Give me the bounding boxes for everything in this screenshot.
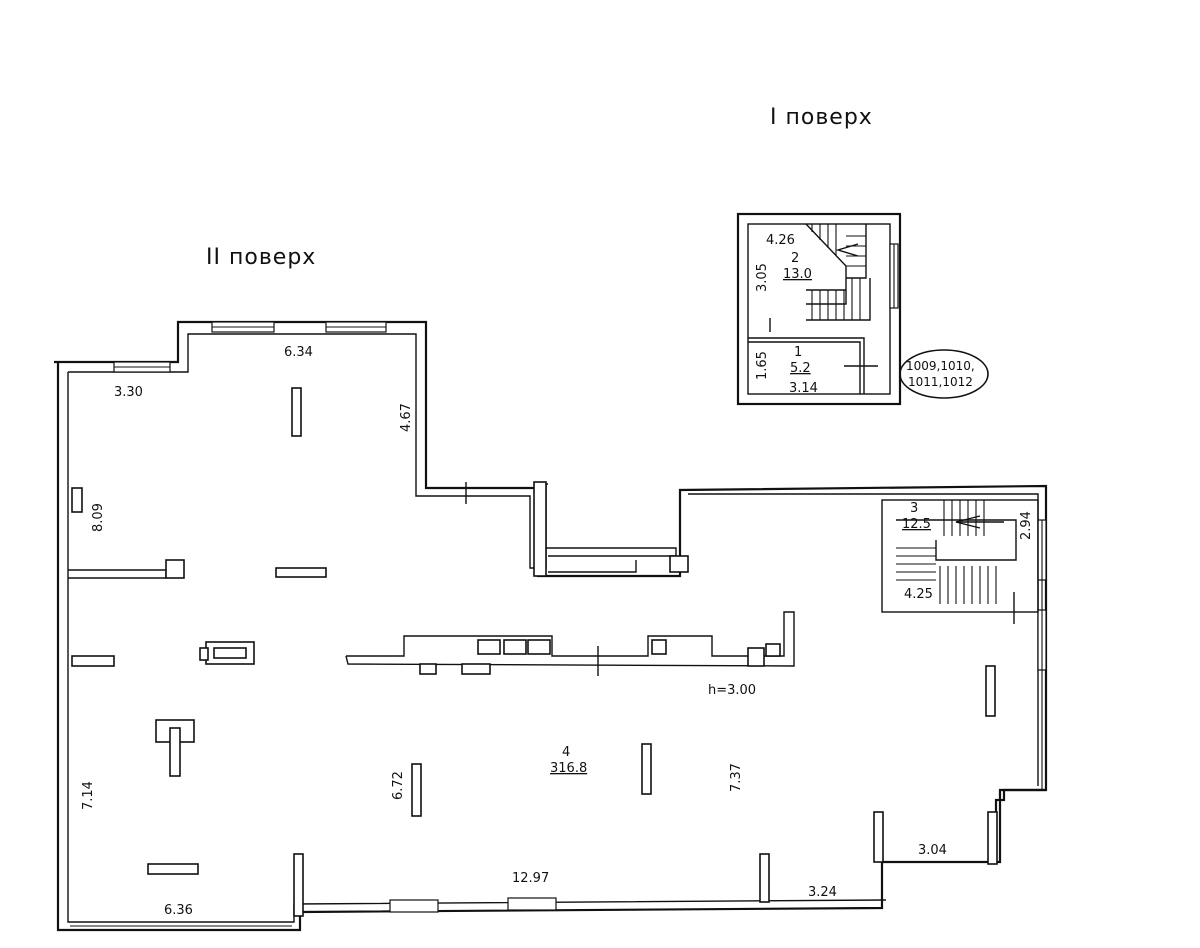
dim-1-65: 1.65 [755, 351, 770, 380]
window-bottom-2 [507, 897, 557, 911]
room4-area: 316.8 [550, 761, 587, 776]
cadastral-label-line2: 1011,1012 [908, 375, 973, 389]
dim-6-36: 6.36 [164, 903, 193, 918]
column-g [985, 665, 996, 717]
ceiling-height: h=3.00 [708, 683, 756, 698]
dim-3-30: 3.30 [114, 385, 143, 400]
dim-4-25: 4.25 [904, 587, 933, 602]
staircase-1 [805, 223, 871, 321]
dim-4-67: 4.67 [399, 403, 414, 432]
column-f [641, 743, 652, 795]
dim-7-14: 7.14 [81, 781, 96, 810]
dim-3-24: 3.24 [808, 885, 837, 900]
column [669, 555, 689, 573]
first-floor-title: I поверх [770, 105, 873, 130]
dim-3-05: 3.05 [755, 263, 770, 292]
first-floor-outer-wall [736, 212, 902, 406]
second-floor-plan: 3.30 6.34 4.67 8.09 7.14 6.72 7.37 6.36 … [54, 320, 1048, 932]
column-b [275, 567, 327, 578]
dim-3-04: 3.04 [918, 843, 947, 858]
room2-number: 2 [791, 251, 799, 266]
room-partition-inner [748, 341, 861, 394]
first-floor-plan: 4.26 2 13.0 3.05 1.65 1 5.2 3.14 1009,10… [736, 212, 989, 406]
room2-area: 13.0 [783, 267, 812, 282]
room1-area: 5.2 [790, 361, 811, 376]
cadastral-label-line1: 1009,1010, [906, 359, 975, 373]
middle-partition [345, 611, 795, 667]
stair-arrow-icon [835, 243, 859, 257]
window-bottom-1 [389, 899, 439, 913]
dim-2-94: 2.94 [1019, 511, 1034, 540]
dim-8-09: 8.09 [91, 503, 106, 532]
first-floor-inner-wall [747, 223, 891, 395]
left-partition-lower [71, 655, 115, 667]
room4-number: 4 [562, 745, 570, 760]
room3-number: 3 [910, 501, 918, 516]
dim-6-34: 6.34 [284, 345, 313, 360]
left-partition-upper [68, 569, 167, 579]
room3-area: 12.5 [902, 517, 931, 532]
room1-number: 1 [794, 345, 802, 360]
dim-12-97: 12.97 [512, 871, 549, 886]
second-floor-outer-wall [54, 320, 1048, 932]
dim-7-37: 7.37 [729, 763, 744, 792]
column-a [291, 387, 302, 437]
column-e [411, 763, 422, 817]
dim-3-14: 3.14 [789, 381, 818, 396]
dim-6-72: 6.72 [391, 771, 406, 800]
room-partition [748, 337, 865, 394]
cadastral-label-oval [899, 349, 989, 399]
second-floor-title: II поверх [206, 245, 316, 270]
dim-4-26: 4.26 [766, 233, 795, 248]
column-h [147, 863, 199, 875]
staircase-3 [881, 499, 1039, 613]
